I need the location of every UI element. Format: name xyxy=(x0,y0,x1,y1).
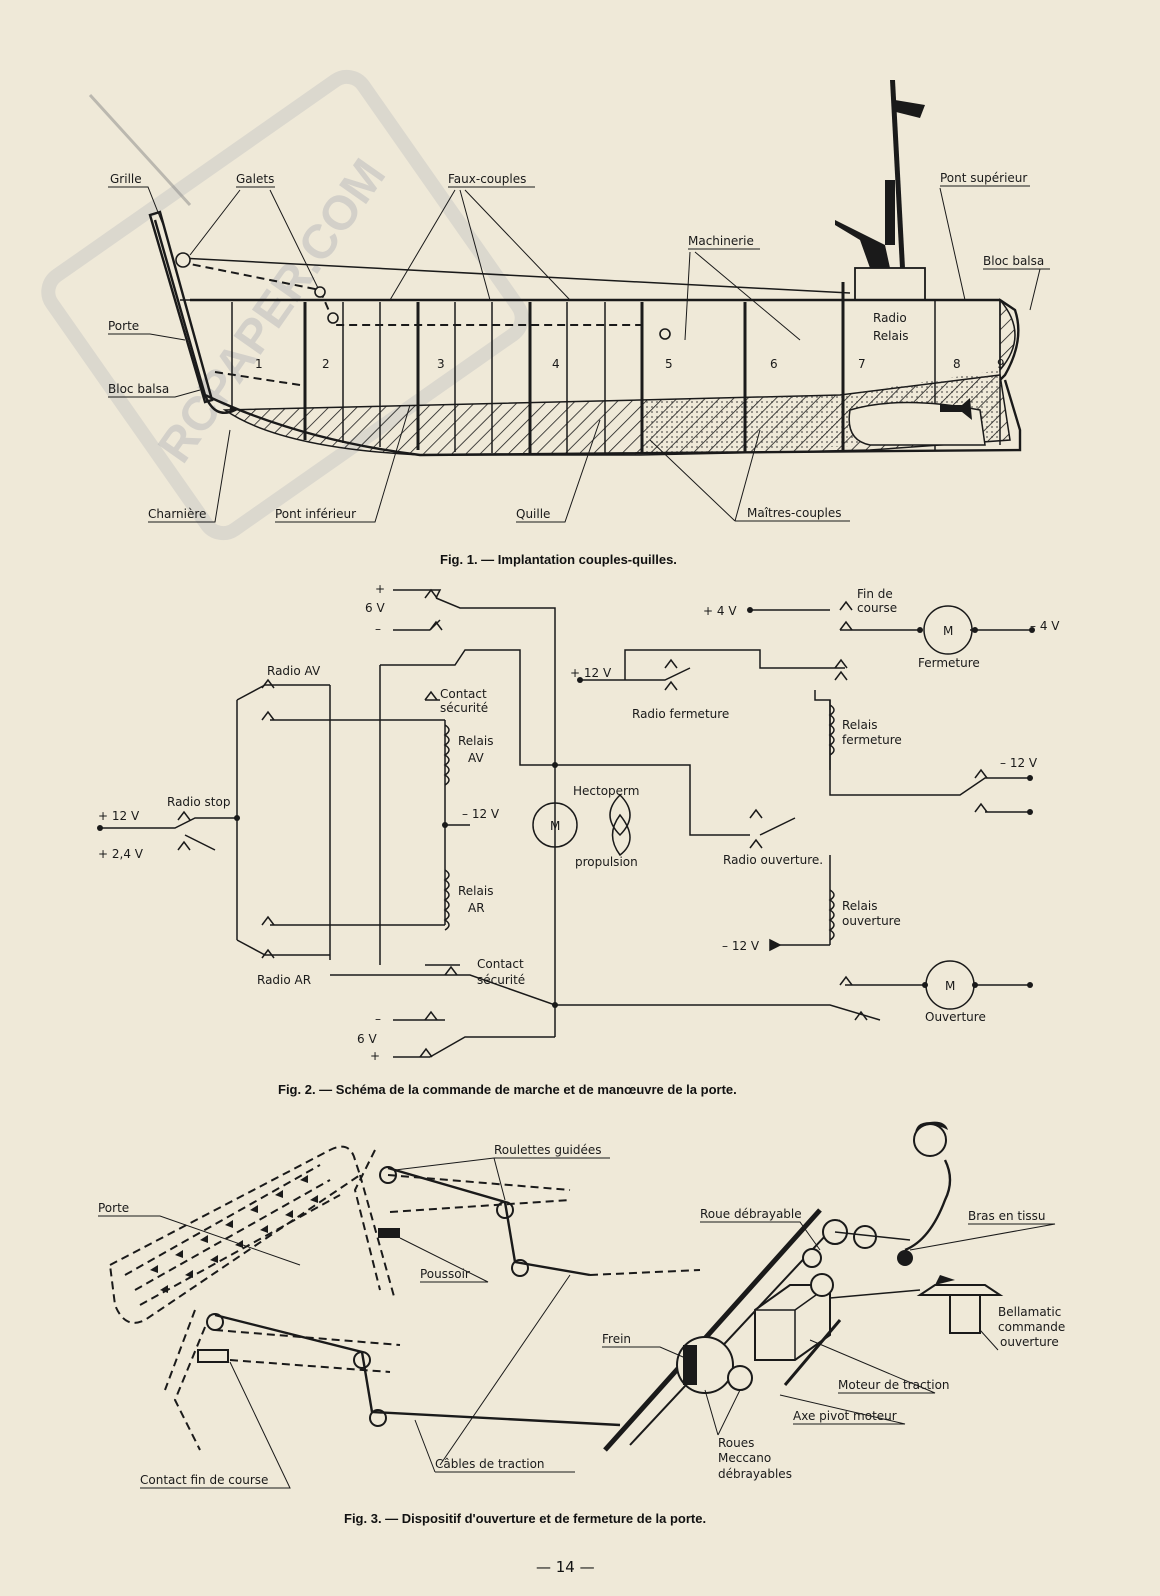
label-minus-top: – xyxy=(375,622,381,636)
label-contact-top: Contact xyxy=(440,687,487,701)
watermark: RCPAPER.COM xyxy=(41,69,529,541)
label-ar: AR xyxy=(468,901,485,915)
label-relais-ar: Relais xyxy=(458,884,493,898)
frame-number: 3 xyxy=(437,357,445,371)
frame-number: 9 xyxy=(997,357,1005,371)
label-bellamatic-3: ouverture xyxy=(1000,1335,1059,1349)
label-roulettes-guidees: Roulettes guidées xyxy=(494,1143,602,1157)
label-roues-1: Roues xyxy=(718,1436,754,1450)
label-galets: Galets xyxy=(236,172,274,186)
label-plus-top: + xyxy=(375,582,385,596)
label-minus12-right: – 12 V xyxy=(1000,756,1038,770)
frame-number: 7 xyxy=(858,357,866,371)
frame-number: 8 xyxy=(953,357,961,371)
label-plus12-left: + 12 V xyxy=(98,809,140,823)
label-axe-pivot: Axe pivot moteur xyxy=(793,1409,897,1423)
label-bloc-balsa-left: Bloc balsa xyxy=(108,382,169,396)
label-minus4: – 4 V xyxy=(1030,619,1060,633)
label-radio-fermeture: Radio fermeture xyxy=(632,707,729,721)
label-fin-de: Fin de xyxy=(857,587,893,601)
label-relais-fermeture-2: fermeture xyxy=(842,733,902,747)
label-bloc-balsa-right: Bloc balsa xyxy=(983,254,1044,268)
frame-number: 1 xyxy=(255,357,263,371)
label-charniere: Charnière xyxy=(148,507,206,521)
fig3-mechanism: Roulettes guidées Porte Roue débrayable … xyxy=(98,1121,1065,1489)
label-plus-bottom: + xyxy=(370,1049,380,1063)
label-pont-inferieur: Pont inférieur xyxy=(275,507,356,521)
frame-number: 5 xyxy=(665,357,673,371)
label-poussoir: Poussoir xyxy=(420,1267,470,1281)
frame-number: 6 xyxy=(770,357,778,371)
label-plus4: + 4 V xyxy=(703,604,737,618)
label-frein: Frein xyxy=(602,1332,631,1346)
label-roue-debrayable: Roue débrayable xyxy=(700,1207,802,1221)
label-moteur-traction: Moteur de traction xyxy=(838,1378,950,1392)
label-6v-bottom: 6 V xyxy=(357,1032,377,1046)
label-roues-2: Meccano xyxy=(718,1451,771,1465)
label-plus12-right: + 12 V xyxy=(570,666,612,680)
label-securite-top: sécurité xyxy=(440,701,488,715)
label-contact-bottom: Contact xyxy=(477,957,524,971)
label-course: course xyxy=(857,601,897,615)
label-quille: Quille xyxy=(516,507,550,521)
label-radio-stop: Radio stop xyxy=(167,795,230,809)
label-plus24: + 2,4 V xyxy=(98,847,144,861)
label-relais-av: Relais xyxy=(458,734,493,748)
label-motor-m: M xyxy=(550,819,560,833)
label-relais-ouverture-1: Relais xyxy=(842,899,877,913)
label-propulsion: propulsion xyxy=(575,855,638,869)
label-maitres-couples: Maîtres-couples xyxy=(747,506,842,520)
label-fermeture-motor-m: M xyxy=(943,624,953,638)
label-av: AV xyxy=(468,751,484,765)
frame-number: 4 xyxy=(552,357,560,371)
label-relais: Relais xyxy=(873,329,908,343)
frame-number: 2 xyxy=(322,357,330,371)
fig2-caption: Fig. 2. — Schéma de la commande de march… xyxy=(278,1082,737,1097)
page-number: — 14 — xyxy=(536,1558,595,1576)
label-hectoperm: Hectoperm xyxy=(573,784,639,798)
fig3-caption: Fig. 3. — Dispositif d'ouverture et de f… xyxy=(344,1511,706,1526)
label-radio-ouverture: Radio ouverture. xyxy=(723,853,823,867)
label-bellamatic-2: commande xyxy=(998,1320,1065,1334)
label-roues-3: débrayables xyxy=(718,1467,792,1481)
label-grille: Grille xyxy=(110,172,142,186)
label-minus12-bottom: – 12 V xyxy=(722,939,760,953)
label-radio: Radio xyxy=(873,311,907,325)
label-machinerie: Machinerie xyxy=(688,234,754,248)
fig2-schematic: + 6 V – Radio AV Contact sécurité Relais… xyxy=(97,582,1060,1063)
label-bellamatic-1: Bellamatic xyxy=(998,1305,1061,1319)
label-relais-ouverture-2: ouverture xyxy=(842,914,901,928)
label-cables-traction: Câbles de traction xyxy=(435,1457,545,1471)
label-contact-fin: Contact fin de course xyxy=(140,1473,268,1487)
fig1-caption: Fig. 1. — Implantation couples-quilles. xyxy=(440,552,677,567)
label-radio-ar: Radio AR xyxy=(257,973,311,987)
label-pont-superieur: Pont supérieur xyxy=(940,171,1027,185)
label-faux-couples: Faux-couples xyxy=(448,172,526,186)
label-ouverture: Ouverture xyxy=(925,1010,986,1024)
label-porte: Porte xyxy=(108,319,139,333)
label-securite-bottom: sécurité xyxy=(477,973,525,987)
fig1-hull-diagram: 1 2 3 4 5 6 7 8 9 Grille Galets Faux-cou… xyxy=(88,80,1050,523)
label-fermeture: Fermeture xyxy=(918,656,980,670)
label-ouverture-motor-m: M xyxy=(945,979,955,993)
label-6v-top: 6 V xyxy=(365,601,385,615)
label-radio-av: Radio AV xyxy=(267,664,321,678)
label-porte-fig3: Porte xyxy=(98,1201,129,1215)
label-minus-bottom: – xyxy=(375,1012,381,1026)
label-minus12-mid: – 12 V xyxy=(462,807,500,821)
label-relais-fermeture-1: Relais xyxy=(842,718,877,732)
label-bras-en-tissu: Bras en tissu xyxy=(968,1209,1046,1223)
